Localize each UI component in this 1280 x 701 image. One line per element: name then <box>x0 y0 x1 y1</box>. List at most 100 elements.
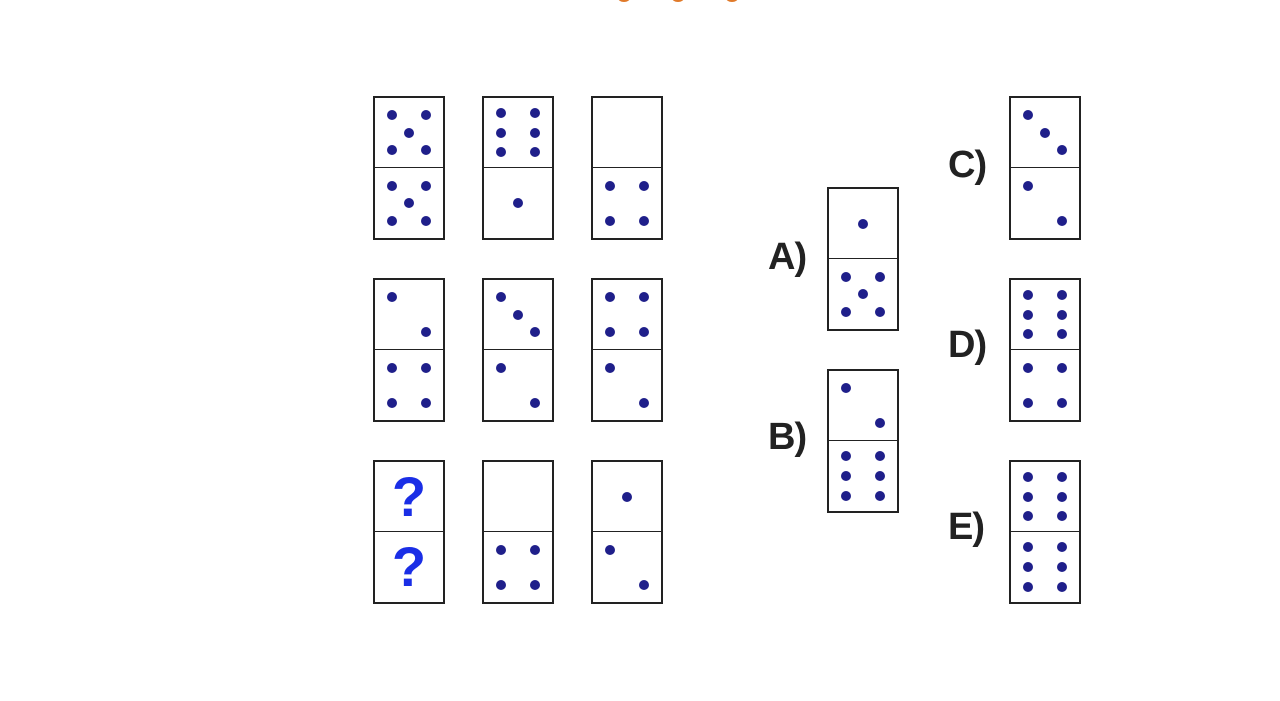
domino-bottom-half <box>1011 350 1079 420</box>
domino-bottom-half <box>375 168 443 238</box>
question-mark-icon: ? <box>391 535 427 598</box>
pip-dot <box>421 362 431 373</box>
domino-top-half <box>829 371 897 441</box>
pip-dot <box>605 215 615 226</box>
grid-domino-r3c3 <box>591 460 663 604</box>
grid-domino-r2c2 <box>482 278 554 422</box>
pip-dot <box>1057 328 1067 339</box>
top-title-fragment <box>610 0 750 4</box>
domino-top-half <box>484 98 552 168</box>
pip-dot <box>421 110 431 121</box>
pip-dot <box>1023 397 1033 408</box>
pip-dot <box>1023 472 1033 483</box>
pip-dot <box>639 326 649 337</box>
pip-dot <box>841 306 851 317</box>
pip-dot <box>1023 180 1033 191</box>
pip-dot <box>1023 362 1033 373</box>
domino-top-half <box>593 280 661 350</box>
option-b-domino[interactable] <box>827 369 899 513</box>
pip-dot <box>841 471 851 481</box>
pip-dot <box>513 198 523 208</box>
pip-dot <box>496 146 506 157</box>
grid-domino-r3c2 <box>482 460 554 604</box>
pip-dot <box>496 544 506 555</box>
domino-bottom-half <box>593 532 661 602</box>
pip-dot <box>496 292 506 303</box>
pip-dot <box>530 108 540 119</box>
pip-dot <box>605 292 615 303</box>
pip-dot <box>1057 397 1067 408</box>
pip-dot <box>530 579 540 590</box>
pip-dot <box>639 215 649 226</box>
pip-dot <box>858 289 868 299</box>
pip-dot <box>1057 491 1067 502</box>
grid-domino-r2c1 <box>373 278 445 422</box>
grid-domino-r3c1-unknown: ?? <box>373 460 445 604</box>
pip-dot <box>875 451 885 462</box>
option-d-domino[interactable] <box>1009 278 1081 422</box>
option-e-label: E) <box>948 506 985 548</box>
pip-dot <box>1057 215 1067 226</box>
pip-dot <box>387 397 397 408</box>
option-a-label: A) <box>768 236 807 278</box>
option-b-label: B) <box>768 416 807 458</box>
pip-dot <box>1057 562 1067 572</box>
grid-domino-r1c3 <box>591 96 663 240</box>
pip-dot <box>1023 328 1033 339</box>
pip-dot <box>1057 510 1067 521</box>
pip-dot <box>1057 144 1067 155</box>
pip-dot <box>858 218 868 229</box>
grid-domino-r2c3 <box>591 278 663 422</box>
pip-dot <box>1023 542 1033 553</box>
question-mark-icon: ? <box>391 464 427 528</box>
domino-top-half <box>593 98 661 168</box>
pip-dot <box>639 180 649 191</box>
pip-dot <box>404 127 414 138</box>
pip-dot <box>530 326 540 337</box>
pip-dot <box>387 292 397 303</box>
pip-dot <box>421 215 431 226</box>
domino-top-half <box>1011 280 1079 350</box>
pip-dot <box>639 292 649 303</box>
domino-bottom-half <box>829 259 897 329</box>
pip-dot <box>1023 581 1033 592</box>
pip-dot <box>605 362 615 373</box>
pip-dot <box>605 544 615 555</box>
domino-bottom-half <box>484 168 552 238</box>
option-a-domino[interactable] <box>827 187 899 331</box>
pip-dot <box>530 544 540 555</box>
pip-dot <box>387 180 397 191</box>
pip-dot <box>1057 472 1067 483</box>
pip-dot <box>530 146 540 157</box>
pip-dot <box>1023 110 1033 121</box>
domino-top-half <box>484 280 552 350</box>
option-d-label: D) <box>948 324 987 366</box>
domino-bottom-half <box>1011 532 1079 602</box>
pip-dot <box>530 397 540 408</box>
domino-bottom-half <box>593 350 661 420</box>
pip-dot <box>1023 510 1033 521</box>
pip-dot <box>496 579 506 590</box>
pip-dot <box>421 144 431 155</box>
option-e-domino[interactable] <box>1009 460 1081 604</box>
domino-top-half <box>1011 462 1079 532</box>
pip-dot <box>875 306 885 317</box>
pip-dot <box>1057 581 1067 592</box>
domino-bottom-half <box>829 441 897 511</box>
pip-dot <box>841 451 851 462</box>
grid-domino-r1c1 <box>373 96 445 240</box>
pip-dot <box>421 326 431 337</box>
pip-dot <box>496 127 506 138</box>
pip-dot <box>841 271 851 282</box>
pip-dot <box>387 215 397 226</box>
pip-dot <box>875 471 885 481</box>
pip-dot <box>875 271 885 282</box>
pip-dot <box>1057 290 1067 301</box>
pip-dot <box>1023 562 1033 572</box>
domino-top-half <box>484 462 552 532</box>
pip-dot <box>1023 491 1033 502</box>
pip-dot <box>639 579 649 590</box>
pip-dot <box>404 198 414 208</box>
option-c-domino[interactable] <box>1009 96 1081 240</box>
domino-top-half <box>1011 98 1079 168</box>
